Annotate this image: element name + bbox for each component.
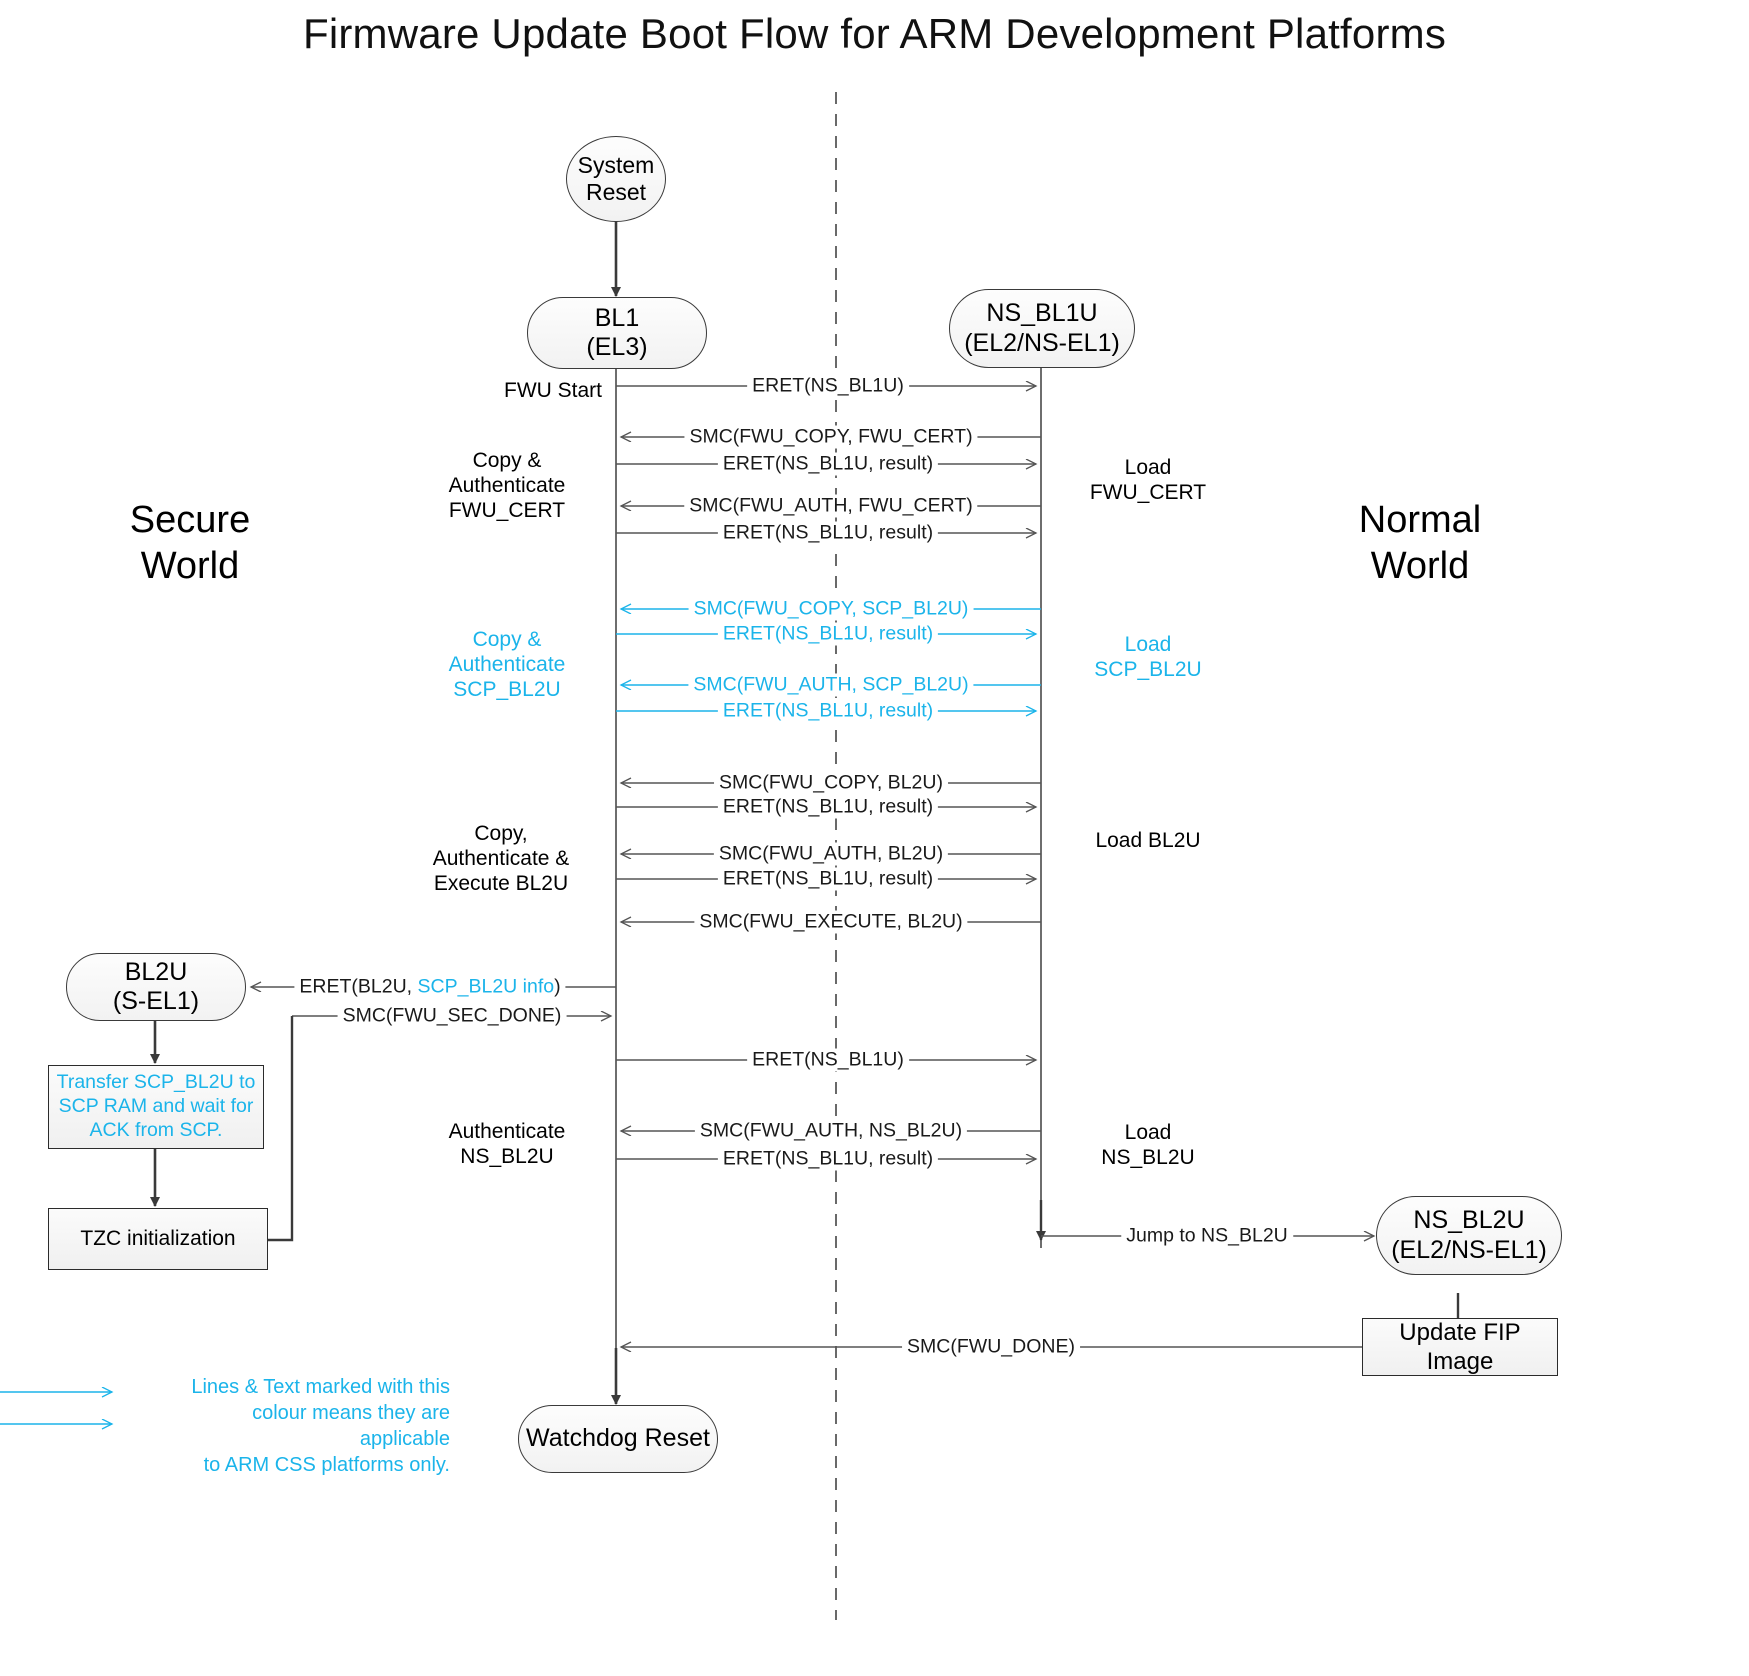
node-ns-bl1u-line2: (EL2/NS-EL1) bbox=[964, 328, 1120, 357]
message-label-m17: ERET(NS_BL1U) bbox=[747, 1048, 909, 1072]
message-eret-bl2u-cyan: SCP_BL2U info bbox=[417, 975, 555, 998]
annotation-authenticate-ns-bl2u: Authenticate NS_BL2U bbox=[448, 1120, 566, 1169]
annotation-load-ns-bl2u: Load NS_BL2U bbox=[1101, 1121, 1195, 1170]
connector-tzc-to-smc-sec-done bbox=[268, 1016, 294, 1242]
node-system-reset[interactable]: System Reset bbox=[566, 136, 666, 222]
message-label-m1: ERET(NS_BL1U) bbox=[747, 374, 909, 398]
node-bl1-line1: BL1 bbox=[594, 303, 640, 332]
secure-world-label: Secure World bbox=[129, 499, 251, 588]
message-label-m14: SMC(FWU_EXECUTE, BL2U) bbox=[694, 910, 968, 934]
message-label-eret-bl2u: ERET(BL2U, SCP_BL2U info) bbox=[294, 975, 566, 999]
message-label-m6: SMC(FWU_COPY, SCP_BL2U) bbox=[688, 597, 974, 621]
process-box-update-fip[interactable]: Update FIP Image bbox=[1362, 1318, 1558, 1376]
message-label-m8: SMC(FWU_AUTH, SCP_BL2U) bbox=[688, 673, 974, 697]
annotation-copy-auth-fwu-cert: Copy & Authenticate FWU_CERT bbox=[448, 449, 566, 523]
message-eret-bl2u-pre: ERET(BL2U, bbox=[299, 975, 418, 998]
node-bl2u[interactable]: BL2U (S-EL1) bbox=[66, 953, 246, 1021]
message-label-m13: ERET(NS_BL1U, result) bbox=[717, 867, 939, 891]
message-label-m5: ERET(NS_BL1U, result) bbox=[717, 521, 939, 545]
message-label-m3: ERET(NS_BL1U, result) bbox=[717, 452, 939, 476]
message-label-m9: ERET(NS_BL1U, result) bbox=[717, 699, 939, 723]
message-label-m2: SMC(FWU_COPY, FWU_CERT) bbox=[684, 425, 978, 449]
message-label-m4: SMC(FWU_AUTH, FWU_CERT) bbox=[684, 494, 978, 518]
node-bl1[interactable]: BL1 (EL3) bbox=[527, 297, 707, 369]
message-label-smc-fwu-done: SMC(FWU_DONE) bbox=[902, 1335, 1080, 1359]
node-system-reset-line1: System bbox=[577, 151, 655, 178]
node-ns-bl2u-line2: (EL2/NS-EL1) bbox=[1391, 1235, 1547, 1264]
annotation-load-bl2u: Load BL2U bbox=[1095, 829, 1201, 852]
message-label-m18: SMC(FWU_AUTH, NS_BL2U) bbox=[694, 1119, 968, 1143]
process-box-transfer-scp[interactable]: Transfer SCP_BL2U to SCP RAM and wait fo… bbox=[48, 1065, 264, 1149]
message-label-jump-to-ns-bl2u: Jump to NS_BL2U bbox=[1121, 1224, 1293, 1248]
node-ns-bl1u[interactable]: NS_BL1U (EL2/NS-EL1) bbox=[949, 289, 1135, 368]
node-bl2u-line1: BL2U bbox=[124, 957, 188, 986]
annotation-load-fwu-cert: Load FWU_CERT bbox=[1089, 456, 1207, 505]
node-ns-bl2u[interactable]: NS_BL2U (EL2/NS-EL1) bbox=[1376, 1196, 1562, 1275]
message-label-m10: SMC(FWU_COPY, BL2U) bbox=[714, 771, 948, 795]
message-label-m12: SMC(FWU_AUTH, BL2U) bbox=[713, 842, 949, 866]
node-watchdog-reset[interactable]: Watchdog Reset bbox=[518, 1405, 718, 1473]
annotation-fwu-start: FWU Start bbox=[504, 379, 602, 402]
message-label-m7: ERET(NS_BL1U, result) bbox=[717, 622, 939, 646]
node-ns-bl2u-line1: NS_BL2U bbox=[1413, 1206, 1525, 1234]
message-eret-bl2u-post: ) bbox=[554, 975, 561, 998]
node-bl2u-line2: (S-EL1) bbox=[112, 987, 200, 1015]
node-bl1-line2: (EL3) bbox=[586, 333, 648, 361]
node-system-reset-line2: Reset bbox=[585, 179, 647, 205]
message-label-m19: ERET(NS_BL1U, result) bbox=[717, 1147, 939, 1171]
node-ns-bl1u-line1: NS_BL1U bbox=[986, 299, 1098, 327]
annotation-copy-auth-exec-bl2u: Copy, Authenticate & Execute BL2U bbox=[432, 822, 570, 896]
message-label-smc-fwu-sec-done: SMC(FWU_SEC_DONE) bbox=[337, 1004, 567, 1028]
message-label-m11: ERET(NS_BL1U, result) bbox=[717, 795, 939, 819]
process-box-tzc-init[interactable]: TZC initialization bbox=[48, 1208, 268, 1270]
legend-cyan-arrows bbox=[0, 1392, 112, 1424]
normal-world-label: Normal World bbox=[1358, 499, 1482, 588]
page-title: Firmware Update Boot Flow for ARM Develo… bbox=[302, 10, 1447, 57]
node-watchdog-reset-line1: Watchdog Reset bbox=[526, 1424, 710, 1453]
legend-text: Lines & Text marked with this colour mea… bbox=[191, 1376, 450, 1476]
annotation-load-scp-bl2u: Load SCP_BL2U bbox=[1094, 633, 1202, 682]
annotation-copy-auth-scp-bl2u: Copy & Authenticate SCP_BL2U bbox=[448, 628, 566, 702]
